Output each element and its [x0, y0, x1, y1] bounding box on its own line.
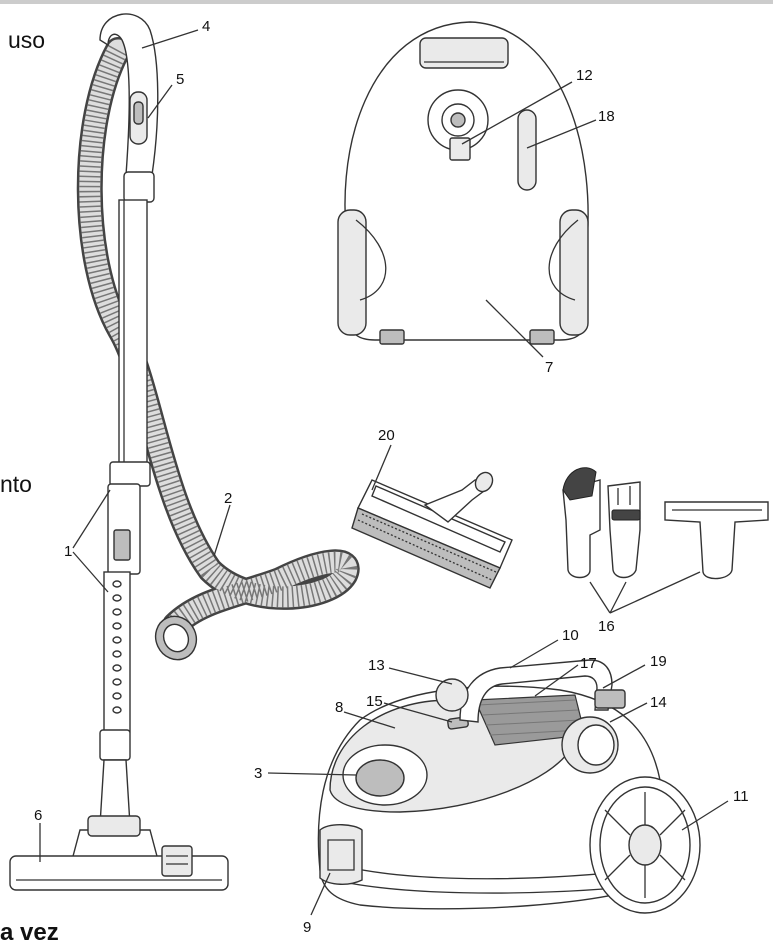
wand-upper-tube	[118, 199, 148, 471]
callout-5: 5	[176, 71, 184, 88]
accessory-slot	[517, 109, 537, 191]
hose-and-wand	[9, 13, 360, 891]
floor-brush-accessory	[351, 471, 513, 589]
callout-3: 3	[254, 765, 262, 782]
front-grip	[319, 824, 363, 885]
callout-7: 7	[545, 359, 553, 376]
carry-handle	[459, 659, 613, 723]
callout-10: 10	[562, 627, 579, 644]
page-text-top: uso	[8, 27, 45, 53]
callout-9: 9	[303, 919, 311, 936]
callout-12: 12	[576, 67, 593, 84]
rear-carry-handle	[419, 37, 509, 69]
crevice-tools	[562, 467, 769, 580]
callout-14: 14	[650, 694, 667, 711]
callout-15: 15	[366, 693, 383, 710]
callout-4: 4	[202, 18, 210, 35]
callout-16: 16	[598, 618, 615, 635]
wand-joint	[109, 461, 151, 487]
callout-2: 2	[224, 490, 232, 507]
power-plug	[449, 137, 471, 161]
callout-8: 8	[335, 699, 343, 716]
callout-17: 17	[580, 655, 597, 672]
vacuum-body	[317, 659, 701, 914]
callout-18: 18	[598, 108, 615, 125]
hose-connector	[154, 615, 198, 661]
hose-inlet-latch	[594, 689, 626, 709]
callout-19: 19	[650, 653, 667, 670]
callout-labels: 1 2 3 4 5 6 7 8 9 10 11 12 13 14 15 16 1…	[34, 18, 749, 936]
adjustment-holes	[112, 580, 122, 714]
callout-11: 11	[733, 788, 749, 805]
wheel-left	[435, 678, 469, 712]
leader-lines	[39, 29, 729, 916]
callout-1: 1	[64, 543, 72, 560]
callout-20: 20	[378, 427, 395, 444]
rear-wheel	[589, 776, 701, 914]
page-text-middle: nto	[0, 471, 32, 497]
nozzle-pedal	[161, 845, 193, 877]
wand-lock-button	[113, 529, 131, 561]
callout-6: 6	[34, 807, 42, 824]
top-rule	[0, 0, 773, 4]
callout-13: 13	[368, 657, 385, 674]
floor-nozzle	[9, 815, 229, 891]
page-text-bottom: a vez	[0, 919, 59, 943]
vacuum-rear-view	[337, 21, 589, 345]
